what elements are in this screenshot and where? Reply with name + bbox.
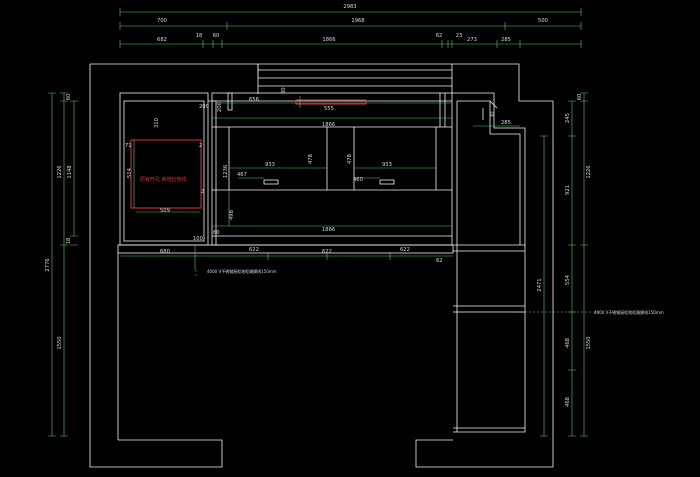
left-dimensions: 2776 60 1226 1148 18 1550: [45, 92, 78, 437]
main-cabinet-run: [211, 92, 453, 246]
label-1866-b: 1866: [322, 227, 335, 233]
label-2-a: 2: [199, 143, 202, 149]
annotation-notes: 原有开孔 新增灶管线 4000 V不锈钢厨柜地柜踢脚线150mm 4000 V不…: [140, 176, 664, 315]
label-30-a: 30: [281, 87, 287, 94]
note-right: 4000 V不锈钢厨柜地柜踢脚线150mm: [594, 309, 664, 315]
dim-682: 682: [157, 37, 167, 43]
dim-700: 700: [157, 18, 167, 24]
dim-285: 285: [501, 37, 511, 43]
window-block: [257, 64, 453, 94]
label-71: 71: [125, 143, 132, 149]
label-310: 310: [154, 118, 160, 128]
label-1866-a: 1866: [322, 122, 335, 128]
label-933-b: 933: [382, 162, 392, 168]
dim-2776: 2776: [45, 258, 51, 271]
inner-dimension-lines: [120, 96, 520, 270]
label-200-b: 200: [217, 102, 223, 112]
dim-1550-left: 1550: [57, 336, 63, 349]
dim-60: 60: [213, 33, 220, 39]
base-counter: [117, 244, 454, 440]
dim-1226-left: 1226: [57, 165, 63, 178]
dim-500: 500: [538, 18, 548, 24]
label-60: 60: [213, 230, 220, 236]
dim-1550-right: 1550: [586, 336, 592, 349]
label-30-b: 30: [490, 111, 496, 118]
label-656: 656: [249, 97, 259, 103]
dim-right-60: 60: [577, 94, 583, 101]
right-cabinet-column: [452, 92, 526, 433]
label-1236: 1236: [223, 165, 229, 178]
dim-1866: 1866: [322, 37, 335, 43]
red-note: 原有开孔 新增灶管线: [140, 176, 187, 183]
label-514: 514: [127, 167, 133, 178]
label-555: 555: [324, 106, 334, 112]
dim-468-a: 468: [565, 338, 571, 348]
label-100: 100: [193, 236, 203, 242]
dim-921: 921: [565, 185, 571, 195]
label-62: 62: [436, 258, 443, 264]
right-dimensions: 60 1226 1550 245 921 554 468 468 2471: [453, 92, 600, 437]
dim-23: 23: [456, 33, 463, 39]
dim-18: 18: [196, 33, 203, 39]
dim-1148: 1148: [67, 165, 73, 178]
dim-62: 62: [436, 33, 443, 39]
dim-468-b: 468: [565, 397, 571, 407]
label-200-a: 200: [199, 104, 209, 110]
label-2-b: 2: [201, 189, 204, 195]
dim-1226-right: 1226: [586, 165, 592, 178]
label-478-b: 478: [347, 154, 353, 164]
dim-left-60: 60: [66, 94, 72, 101]
dim-total: 2983: [343, 4, 356, 10]
dim-left-18: 18: [66, 238, 72, 245]
label-285: 285: [501, 120, 511, 126]
top-dimensions: 2983 700 1968 500 682 18 60 1866 62 23 2…: [119, 4, 582, 48]
label-680: 680: [160, 249, 170, 255]
label-933-a: 933: [265, 162, 275, 168]
label-622-b: 622: [322, 249, 332, 255]
label-498: 498: [229, 210, 235, 220]
red-marked-area: [130, 139, 202, 209]
label-509: 509: [160, 208, 170, 214]
label-622-a: 622: [249, 247, 259, 253]
left-cabinet: [119, 92, 217, 246]
label-460: 460: [353, 177, 363, 183]
inner-labels: 200 200 656 30 555 310 71 514 2 2 509 18…: [125, 87, 511, 264]
dim-273: 273: [467, 37, 477, 43]
dim-2471: 2471: [537, 278, 543, 291]
label-478-a: 478: [308, 154, 314, 164]
label-622-c: 622: [400, 247, 410, 253]
dim-554: 554: [565, 274, 571, 285]
label-467: 467: [237, 172, 247, 178]
note-left: 4000 V不锈钢厨柜地柜踢脚线150mm: [207, 268, 277, 274]
hood-marker: [295, 99, 367, 105]
dim-1968: 1968: [351, 18, 364, 24]
dim-245: 245: [565, 113, 571, 123]
